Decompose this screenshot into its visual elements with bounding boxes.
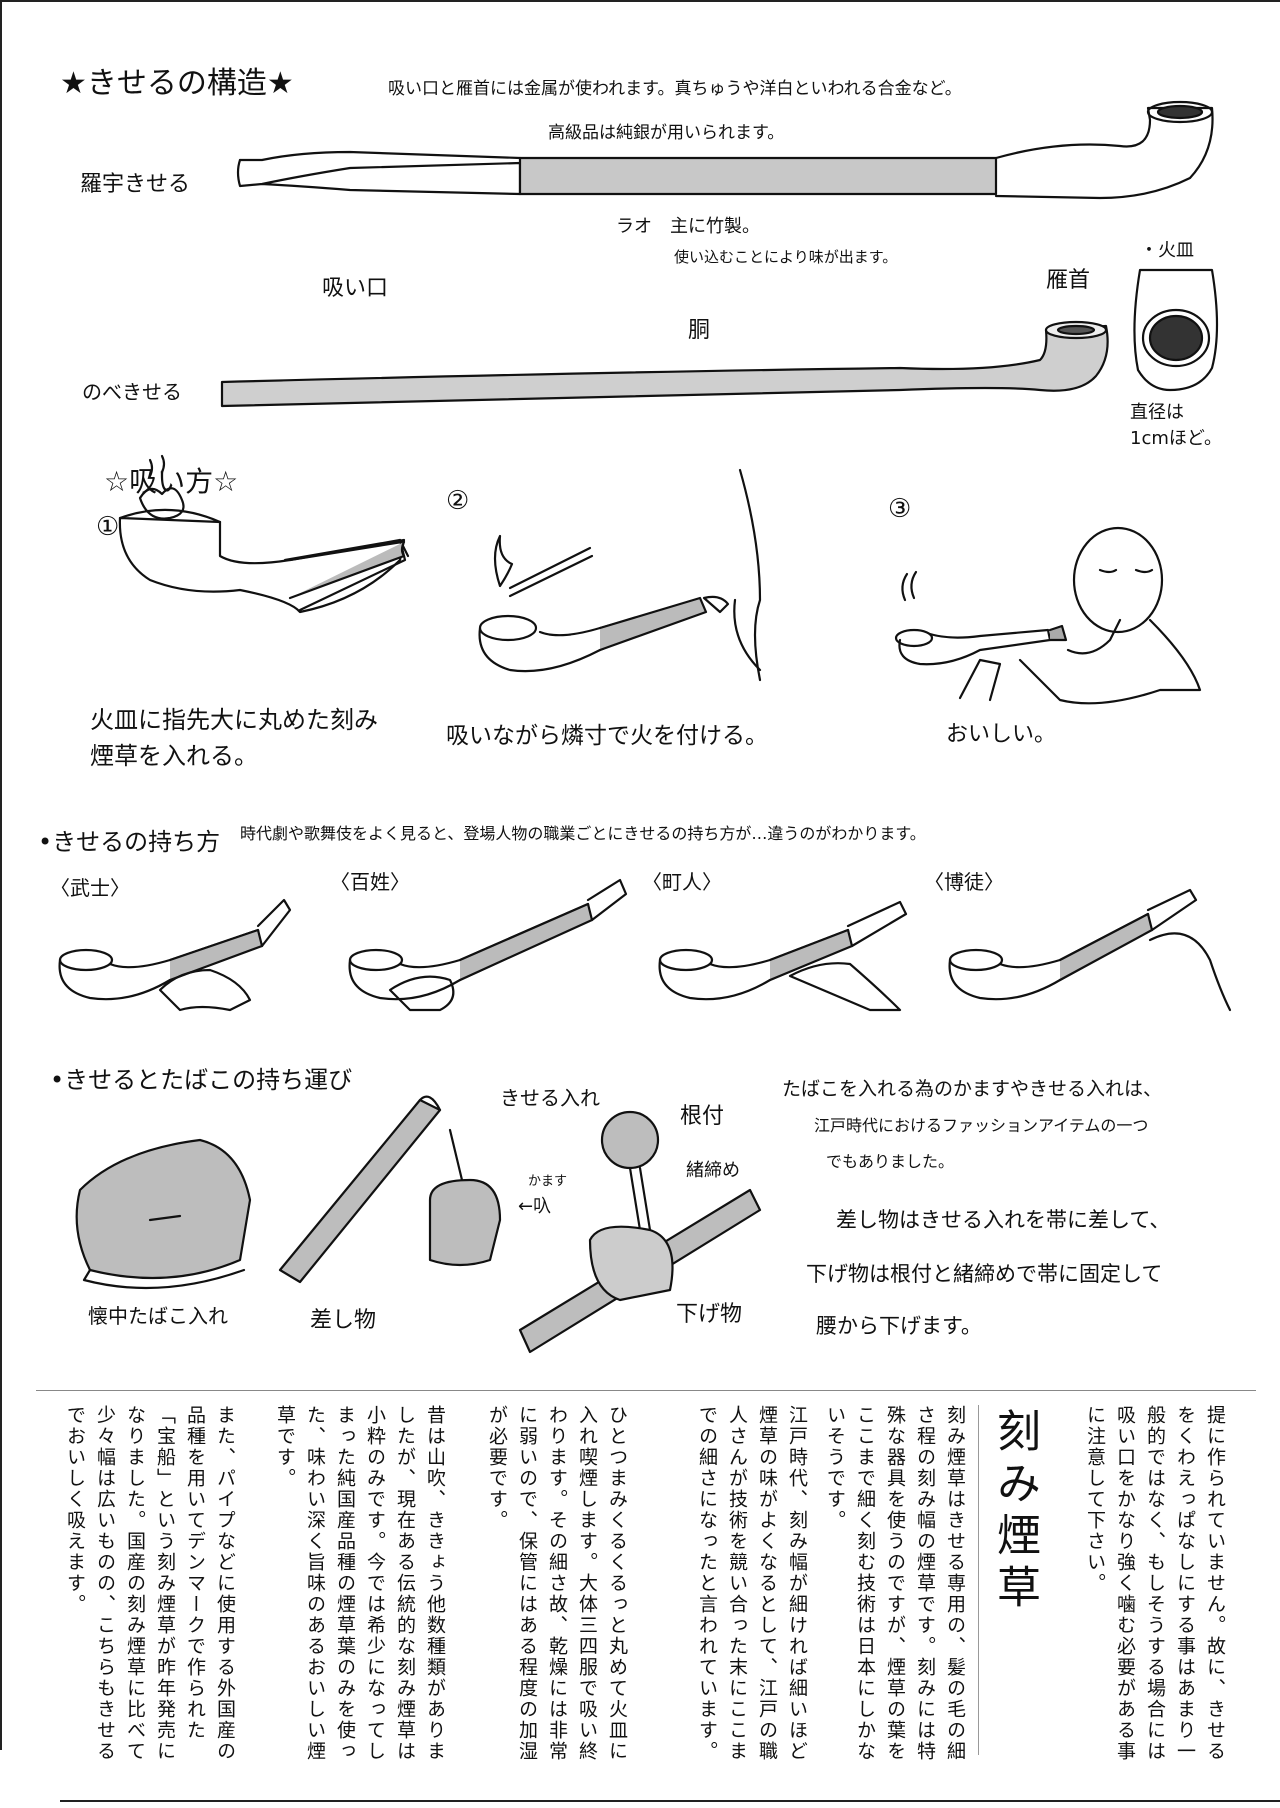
carry-desc-2: 江戸時代におけるファッションアイテムの一つ [814, 1116, 1149, 1135]
metal-note-line1: 吸い口と雁首には金属が使われます。真ちゅうや洋白といわれる合金など。 [388, 79, 962, 99]
step3-number: ③ [888, 494, 912, 524]
article-separator [978, 1405, 979, 1755]
article-paragraph-5: また、パイプなどに使用する外国産の品種を用いてデンマークで作られた「宝船」という… [64, 1405, 236, 1762]
nobe-kiseru-illustration [220, 320, 1109, 408]
fire-bowl-illustration [1133, 268, 1219, 392]
kiseru-case-label: きせる入れ [500, 1086, 600, 1110]
mouthpiece-label: 吸い口 [322, 276, 389, 301]
carry-desc-4: 差し物はきせる入れを帯に差して、 [836, 1208, 1171, 1232]
step1-text-line1: 火皿に指先大に丸めた刻み [90, 706, 378, 734]
style-bushi: 〈武士〉 [50, 876, 130, 900]
netsuke-label: 根付 [680, 1104, 725, 1129]
rao-kiseru-illustration [236, 100, 1214, 200]
bowl-head-label: 雁首 [1046, 268, 1091, 293]
fire-bowl-label: ・火皿 [1140, 240, 1194, 261]
rao-label: ラオ 主に竹製。 [616, 216, 760, 237]
holding-note: 時代劇や歌舞伎をよく見ると、登場人物の職業ごとにきせるの持ち方が…違うのがわかり… [240, 824, 926, 843]
diameter-note-1: 直径は [1130, 402, 1184, 423]
step1-pipe-illustration [118, 454, 410, 614]
ojime-label: 緒締め [686, 1160, 740, 1181]
step2-number: ② [446, 486, 470, 516]
carry-desc-3: でもありました。 [826, 1152, 955, 1171]
article-continued-column: 提に作られていません。故に、きせるをくわえっぱなしにする事はあまり一般的ではなく… [1084, 1405, 1226, 1762]
step1-text-line2: 煙草を入れる。 [90, 742, 258, 770]
step2-text-line1: 吸いながら燐寸で火を付ける。 [446, 723, 768, 749]
article-paragraph-2: 江戸時代、刻み幅が細ければ細いほど煙草の味がよくなるとして、江戸の職人さんが技術… [696, 1405, 808, 1762]
type-rao-label: 羅宇きせる [80, 172, 191, 197]
metal-note-line2: 高級品は純銀が用いられます。 [548, 123, 785, 143]
frame-left-border [0, 0, 2, 1750]
frame-bottom-border [60, 1800, 1280, 1802]
article-title: 刻み煙草 [989, 1408, 1040, 1616]
rao-note: 使い込むことにより味が出ます。 [674, 248, 898, 266]
style-chonin: 〈町人〉 [642, 870, 722, 894]
holding-styles-illustration [58, 878, 1232, 1012]
carry-desc-1: たばこを入れる為のかますやきせる入れは、 [782, 1078, 1163, 1100]
type-nobe-label: のべきせる [82, 380, 182, 404]
article-paragraph-3: ひとつまみくるくるっと丸めて火皿に入れ喫煙します。大体三四服で吸い終わります。そ… [486, 1405, 628, 1762]
step1-number: ① [96, 512, 120, 542]
section-divider [36, 1390, 1256, 1391]
kamasu-label-1: かます [528, 1174, 568, 1189]
step3-illustration [894, 526, 1202, 705]
kamasu-label-2: ←叺 [518, 1196, 552, 1217]
carry-items-illustration [75, 1095, 762, 1354]
pocket-case-label: 懐中たばこ入れ [88, 1304, 228, 1328]
smoking-title: ☆吸い方☆ [104, 465, 239, 498]
step2-illustration [478, 468, 762, 682]
carry-title: •きせるとたばこの持ち運び [50, 1066, 353, 1094]
diameter-note-2: 1cmほど。 [1130, 428, 1222, 449]
carry-desc-5: 下げ物は根付と緒締めで帯に固定して [806, 1262, 1163, 1286]
frame-top-border [0, 0, 1280, 2]
style-hyakusho: 〈百姓〉 [330, 870, 410, 894]
sashimono-label: 差し物 [310, 1308, 377, 1333]
article-paragraph-4: 昔は山吹、ききょう他数種類がありましたが、現在ある伝統的な刻み煙草は小粋のみです… [274, 1405, 446, 1762]
sagemono-label: 下げ物 [676, 1302, 743, 1327]
body-label: 胴 [688, 318, 711, 343]
holding-title: •きせるの持ち方 [38, 828, 221, 856]
step3-text-line1: おいしい。 [946, 722, 1057, 747]
structure-title: ★きせるの構造★ [60, 66, 294, 101]
article-paragraph-1: 刻み煙草はきせる専用の、髪の毛の細さ程の刻み幅の煙草です。刻みには特殊な器具を使… [824, 1405, 966, 1762]
carry-desc-6: 腰から下げます。 [816, 1314, 982, 1338]
style-bakuto: 〈博徒〉 [924, 870, 1004, 894]
